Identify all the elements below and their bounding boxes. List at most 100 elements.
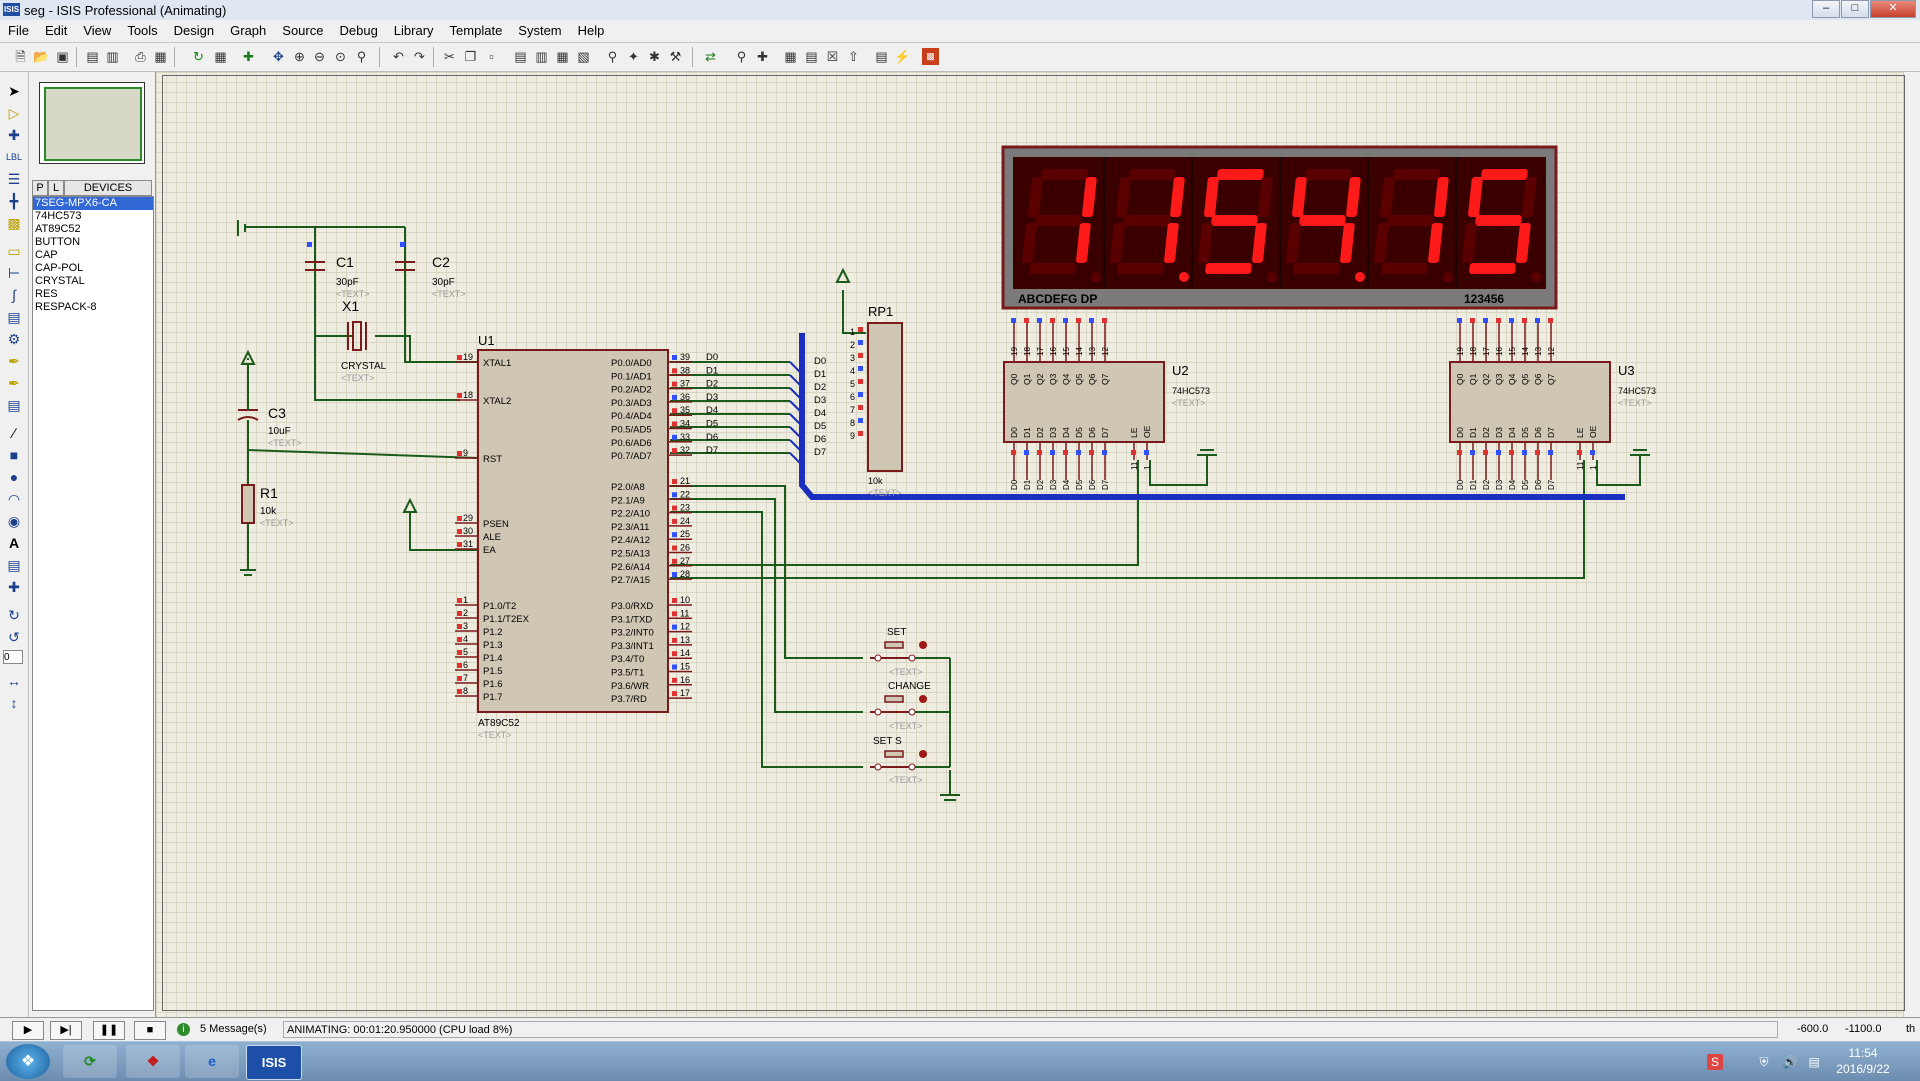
library-manager-tab[interactable]: L — [48, 180, 64, 196]
device-item-button[interactable]: BUTTON — [35, 236, 81, 248]
isis-taskbar-button[interactable]: ISIS — [246, 1045, 302, 1080]
overview-window[interactable] — [39, 82, 145, 164]
play-button[interactable]: ▶ — [12, 1021, 44, 1040]
close-button[interactable]: ✕ — [1870, 0, 1916, 18]
open-file-icon[interactable]: 📂 — [33, 49, 50, 64]
print-area-icon[interactable]: ▦ — [154, 49, 167, 64]
terminals-icon[interactable]: ▭ — [7, 243, 21, 259]
new-file-icon[interactable]: 🗎 — [15, 49, 26, 64]
stop-button[interactable]: ■ — [134, 1021, 166, 1040]
button-set-s[interactable]: SET S <TEXT> — [870, 736, 927, 785]
redo-icon[interactable]: ↷ — [414, 49, 425, 64]
block-rotate-icon[interactable]: ▦ — [556, 49, 569, 64]
mirror-vertical-icon[interactable]: ↕ — [10, 695, 18, 711]
component-mode-icon[interactable]: ▷ — [8, 105, 20, 121]
menu-library[interactable]: Library — [393, 23, 434, 38]
arc-tool-icon[interactable]: ◠ — [7, 491, 21, 507]
subcircuit-icon[interactable]: ▩ — [7, 215, 21, 231]
zoom-area-icon[interactable]: ⚲ — [356, 49, 367, 64]
taskbar-clock[interactable]: 11:54 2016/9/22 — [1828, 1045, 1898, 1077]
device-item-74hc573[interactable]: 74HC573 — [35, 210, 82, 222]
print-icon[interactable]: ⎙ — [135, 49, 146, 64]
menu-file[interactable]: File — [8, 23, 29, 38]
zoom-all-icon[interactable]: ⊙ — [335, 49, 346, 64]
tray-volume-icon[interactable]: 🔊 — [1782, 1055, 1798, 1069]
new-sheet-icon[interactable]: ▤ — [805, 49, 818, 64]
internet-explorer-icon[interactable]: e — [185, 1045, 239, 1078]
ares-netlist-icon[interactable]: ▩ — [922, 48, 939, 65]
pan-icon[interactable]: ✥ — [273, 49, 284, 64]
rotate-clockwise-icon[interactable]: ↻ — [8, 607, 20, 623]
generator-icon[interactable]: ⚙ — [7, 331, 21, 347]
menu-system[interactable]: System — [518, 23, 562, 38]
undo-icon[interactable]: ↶ — [393, 49, 404, 64]
file-manager-taskbar-icon[interactable]: ⟳ — [63, 1045, 117, 1078]
latch-u2[interactable]: 19Q0D0D018Q1D1D117Q2D2D216Q3D3D315Q4D4D4… — [1003, 318, 1165, 490]
marker-tool-icon[interactable]: ✚ — [8, 579, 20, 595]
device-item-crystal[interactable]: CRYSTAL — [35, 275, 85, 287]
menu-debug[interactable]: Debug — [339, 23, 378, 38]
text-script-icon[interactable]: ☰ — [7, 171, 21, 187]
button-change[interactable]: CHANGE <TEXT> — [870, 681, 931, 731]
property-assignment-icon[interactable]: ✚ — [757, 49, 768, 64]
button-set[interactable]: SET <TEXT> — [870, 627, 927, 677]
maximize-button[interactable]: □ — [1841, 0, 1869, 18]
tray-network-icon[interactable]: ▤ — [1808, 1055, 1820, 1069]
block-delete-icon[interactable]: ▧ — [577, 49, 590, 64]
save-icon[interactable]: ▣ — [56, 49, 69, 64]
block-copy-icon[interactable]: ▤ — [514, 49, 527, 64]
zoom-in-icon[interactable]: ⊕ — [294, 49, 305, 64]
menu-graph[interactable]: Graph — [230, 23, 267, 38]
graph-icon[interactable]: ∫ — [12, 287, 16, 303]
paste-icon[interactable]: ▫ — [489, 49, 494, 64]
exit-to-parent-icon[interactable]: ⇧ — [848, 49, 859, 64]
path-tool-icon[interactable]: ◉ — [7, 513, 21, 529]
line-tool-icon[interactable]: ∕ — [12, 425, 16, 441]
menu-source[interactable]: Source — [282, 23, 324, 38]
u1-body[interactable] — [477, 349, 669, 713]
device-item-cap-pol[interactable]: CAP-POL — [35, 262, 84, 274]
voltage-probe-icon[interactable]: ✒ — [8, 353, 20, 369]
capacitor-c3[interactable]: C3 10uF <TEXT> — [237, 400, 302, 485]
symbol-tool-icon[interactable]: ▤ — [7, 557, 21, 573]
wire-autorouter-icon[interactable]: ⇄ — [705, 49, 716, 64]
decompose-icon[interactable]: ⚒ — [669, 49, 682, 64]
menu-edit[interactable]: Edit — [44, 23, 68, 38]
menu-template[interactable]: Template — [449, 23, 503, 38]
messages-count[interactable]: 5 Message(s) — [200, 1023, 267, 1035]
bus-icon[interactable]: ╋ — [9, 193, 19, 209]
package-tool-icon[interactable]: ✱ — [649, 49, 660, 64]
tray-shield-icon[interactable]: ⛨ — [1759, 1055, 1769, 1069]
device-item-at89c52[interactable]: AT89C52 — [35, 223, 81, 235]
search-tag-icon[interactable]: ⚲ — [736, 49, 747, 64]
box-tool-icon[interactable]: ■ — [9, 447, 19, 463]
capacitor-c1[interactable]: C1 30pF <TEXT> — [305, 242, 370, 299]
latch-u3[interactable]: 19Q0D0D018Q1D1D117Q2D2D216Q3D3D315Q4D4D4… — [1449, 318, 1611, 490]
pick-device-icon[interactable]: ⚲ — [607, 49, 618, 64]
device-item-7seg[interactable]: 7SEG-MPX6-CA — [33, 197, 153, 210]
virtual-instruments-icon[interactable]: ▤ — [7, 397, 21, 413]
tray-s-icon[interactable]: S — [1707, 1054, 1723, 1070]
make-device-icon[interactable]: ✦ — [628, 49, 639, 64]
zoom-out-icon[interactable]: ⊖ — [314, 49, 325, 64]
pick-devices-tab[interactable]: P — [32, 180, 48, 196]
start-button[interactable]: ❖ — [6, 1044, 50, 1079]
device-item-res[interactable]: RES — [35, 288, 58, 300]
tape-recorder-icon[interactable]: ▤ — [7, 309, 21, 325]
block-move-icon[interactable]: ▥ — [535, 49, 548, 64]
device-item-cap[interactable]: CAP — [35, 249, 58, 261]
circle-tool-icon[interactable]: ● — [9, 469, 19, 485]
electrical-rule-check-icon[interactable]: ⚡ — [894, 49, 911, 64]
wire-label-icon[interactable]: LBL — [5, 152, 22, 162]
copy-icon[interactable]: ❐ — [464, 49, 477, 64]
menu-view[interactable]: View — [83, 23, 112, 38]
selection-mode-icon[interactable]: ➤ — [8, 83, 20, 99]
text-tool-icon[interactable]: A — [8, 535, 20, 551]
step-button[interactable]: ▶| — [50, 1021, 82, 1040]
device-item-respack[interactable]: RESPACK-8 — [35, 301, 97, 313]
junction-dot-icon[interactable]: ✚ — [8, 127, 20, 143]
cut-icon[interactable]: ✂ — [444, 49, 455, 64]
menu-design[interactable]: Design — [173, 23, 215, 38]
remove-sheet-icon[interactable]: ☒ — [826, 49, 839, 64]
current-probe-icon[interactable]: ✒ — [8, 375, 20, 391]
